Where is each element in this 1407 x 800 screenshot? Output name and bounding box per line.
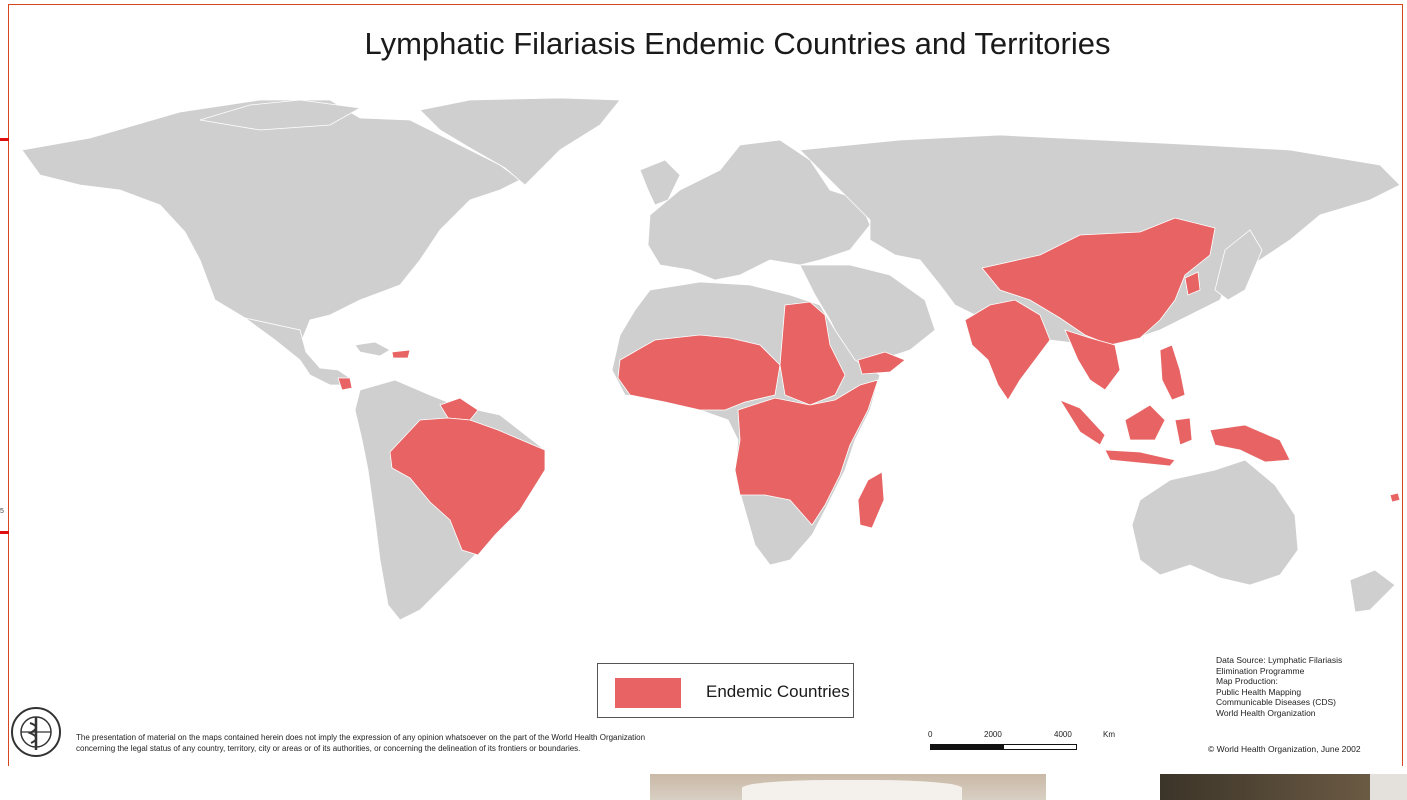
- edge-tick: [0, 531, 9, 534]
- edge-mark: 5: [0, 508, 4, 515]
- endemic-central-africa: [734, 379, 879, 526]
- data-source-block: Data Source: Lymphatic Filariasis Elimin…: [1216, 655, 1342, 718]
- map-title: Lymphatic Filariasis Endemic Countries a…: [364, 26, 1111, 61]
- endemic-madagascar: [857, 471, 885, 529]
- scale-bar-segment-1: [930, 744, 1004, 750]
- endemic-china: [981, 217, 1216, 346]
- disclaimer-line-2: concerning the legal status of any count…: [76, 744, 581, 753]
- copyright-text: © World Health Organization, June 2002: [1208, 744, 1361, 754]
- endemic-layer: [337, 217, 1401, 556]
- endemic-philippines: [1159, 344, 1186, 401]
- land-caribbean: [354, 341, 391, 357]
- endemic-indonesia-sumatra: [1059, 399, 1106, 446]
- land-japan: [1214, 229, 1263, 301]
- land-australia: [1131, 459, 1299, 586]
- land-new-zealand: [1349, 569, 1396, 613]
- scale-bar-segment-2: [1003, 744, 1077, 750]
- scale-bar: 0 2000 4000 Km: [928, 730, 1148, 760]
- endemic-guyana: [439, 397, 479, 421]
- endemic-pacific-island: [1389, 492, 1401, 503]
- land-greenland: [419, 97, 621, 186]
- endemic-indonesia-java: [1104, 449, 1176, 467]
- land-arctic-islands: [199, 99, 362, 131]
- land-europe: [647, 139, 871, 281]
- endemic-west-africa: [617, 334, 781, 411]
- endemic-egypt-sudan: [779, 301, 846, 406]
- endemic-southeast-asia: [1064, 329, 1121, 391]
- endemic-costa-rica: [337, 377, 353, 391]
- land-iceland-uk: [639, 159, 681, 206]
- source-line: Map Production:: [1216, 676, 1278, 686]
- disclaimer-text: The presentation of material on the maps…: [76, 732, 856, 754]
- source-line: Public Health Mapping: [1216, 686, 1302, 697]
- scale-tick-0: 0: [928, 730, 933, 739]
- legend-swatch-endemic: [615, 678, 681, 708]
- scale-tick-2000: 2000: [984, 730, 1002, 739]
- photo-thumbnail: [650, 774, 1046, 800]
- endemic-india: [964, 299, 1051, 401]
- scale-tick-4000: 4000: [1054, 730, 1072, 739]
- disclaimer-line-1: The presentation of material on the maps…: [76, 733, 646, 742]
- source-line: Data Source: Lymphatic Filariasis: [1216, 655, 1343, 665]
- source-line: Communicable Diseases (CDS): [1216, 697, 1336, 707]
- edge-tick: [0, 138, 9, 141]
- source-line: World Health Organization: [1216, 707, 1316, 718]
- map-frame: [8, 4, 1403, 766]
- legend-label-endemic: Endemic Countries: [706, 682, 850, 701]
- endemic-sulawesi: [1174, 417, 1193, 446]
- endemic-indonesia-borneo: [1124, 404, 1166, 441]
- endemic-papua: [1209, 424, 1291, 463]
- endemic-haiti: [391, 349, 411, 359]
- map-legend: Endemic Countries: [597, 663, 854, 718]
- who-emblem-icon: [11, 707, 61, 757]
- endemic-korea: [1184, 271, 1201, 296]
- photo-thumbnail: [1160, 774, 1407, 800]
- source-line: Elimination Programme: [1216, 665, 1305, 676]
- land-north-america: [21, 99, 521, 361]
- land-middle-east: [799, 264, 936, 366]
- scale-unit: Km: [1103, 730, 1115, 739]
- endemic-brazil: [389, 417, 546, 556]
- endemic-yemen: [857, 351, 906, 375]
